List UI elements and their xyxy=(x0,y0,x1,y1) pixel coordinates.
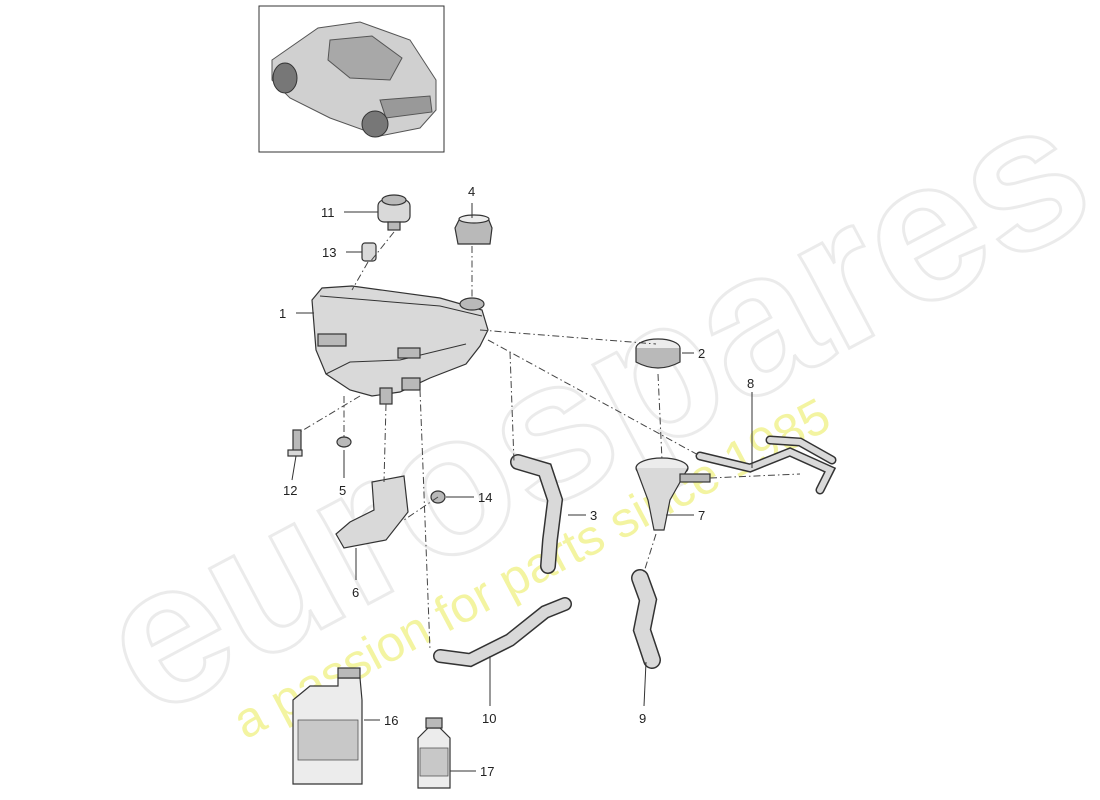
part-5-grommet xyxy=(336,436,352,448)
part-10-hose xyxy=(433,597,572,668)
callout-5: 5 xyxy=(339,483,346,498)
part-6-bracket xyxy=(335,475,409,549)
callout-3: 3 xyxy=(590,508,597,523)
callout-10: 10 xyxy=(482,711,496,726)
assembly-lines xyxy=(299,231,801,651)
part-12-sensor xyxy=(287,429,303,457)
part-3-hose xyxy=(510,454,564,574)
part-9-hose xyxy=(631,569,661,669)
part-16-coolant-jug xyxy=(292,667,363,785)
callout-12: 12 xyxy=(283,483,297,498)
callout-14: 14 xyxy=(478,490,492,505)
watermark: eurospares a passion for parts since 198… xyxy=(64,53,1100,759)
callout-2: 2 xyxy=(698,346,705,361)
callout-9: 9 xyxy=(639,711,646,726)
leader-lines xyxy=(291,203,753,772)
callout-7: 7 xyxy=(698,508,705,523)
part-7-filler-neck xyxy=(635,457,711,531)
vehicle-thumbnail xyxy=(258,5,445,153)
part-8-hose-assembly xyxy=(695,435,837,495)
callout-11: 11 xyxy=(321,205,335,220)
part-13-connector xyxy=(361,242,377,262)
part-1-expansion-tank xyxy=(311,285,489,405)
callout-13: 13 xyxy=(322,245,336,260)
callout-8: 8 xyxy=(747,376,754,391)
callout-6: 6 xyxy=(352,585,359,600)
part-17-bottle xyxy=(417,717,451,789)
callout-4: 4 xyxy=(468,184,475,199)
callout-1: 1 xyxy=(279,306,286,321)
callout-17: 17 xyxy=(480,764,494,779)
part-4-cap xyxy=(454,214,493,245)
watermark-brand: eurospares xyxy=(65,55,1100,758)
part-2-cap xyxy=(635,338,681,369)
part-11-valve xyxy=(377,194,411,231)
callout-labels: 1 2 3 4 5 6 7 8 9 10 11 12 13 14 16 17 xyxy=(279,184,754,779)
callout-16: 16 xyxy=(384,713,398,728)
